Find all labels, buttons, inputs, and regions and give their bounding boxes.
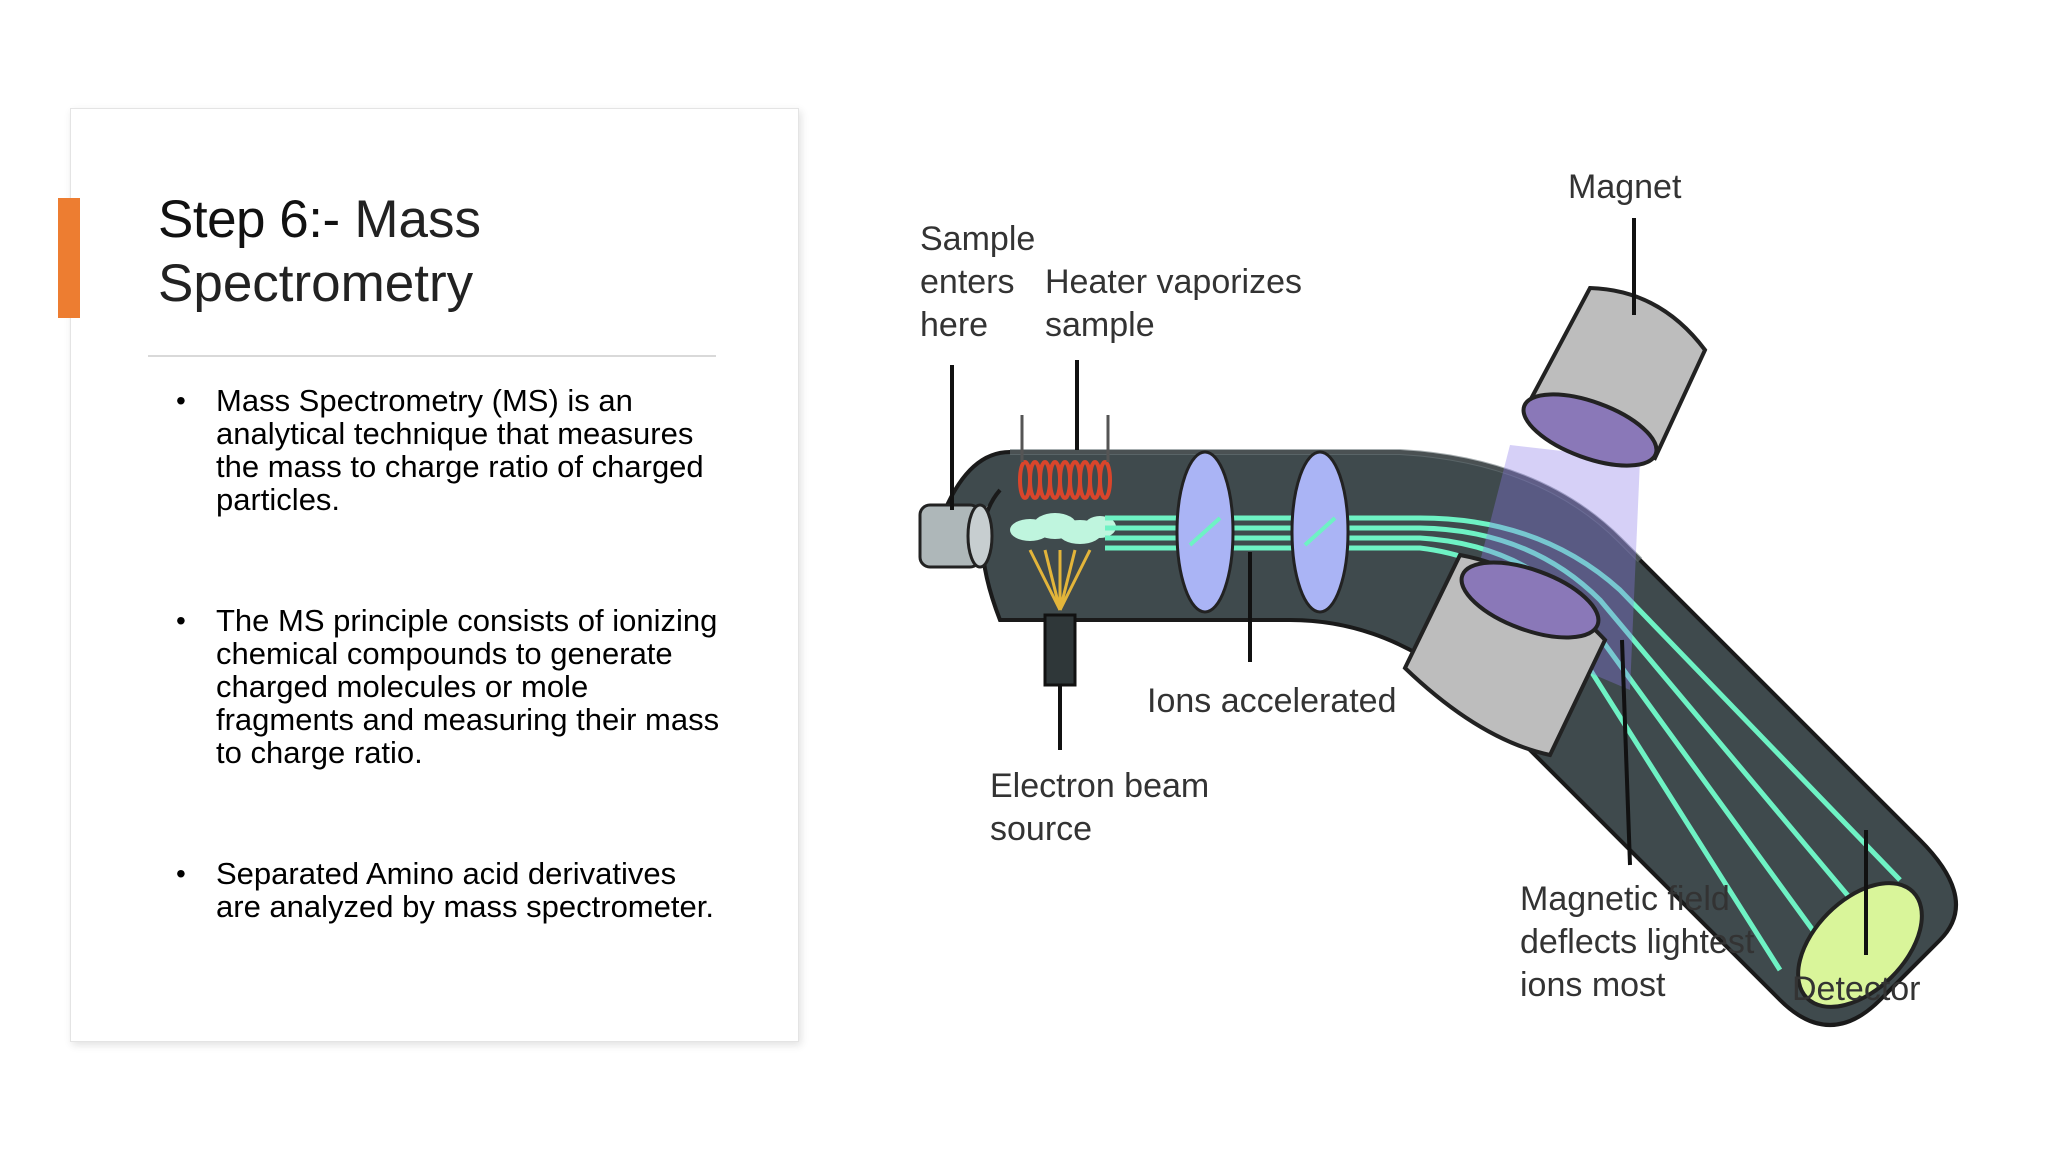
label-field-line3: ions most (1520, 966, 1666, 1004)
label-heater-line2: sample (1045, 306, 1155, 344)
bullet-dot-icon: • (176, 858, 186, 889)
mass-spectrometer-diagram: Sample enters here Heater vaporizes samp… (918, 168, 1958, 1027)
bullet-text: Separated Amino acid derivatives are ana… (216, 856, 714, 924)
sample-vapor (1010, 513, 1116, 544)
sample-inlet (918, 503, 994, 569)
bullet-text: Mass Spectrometry (MS) is an analytical … (216, 383, 704, 517)
lower-magnet (1402, 552, 1608, 758)
label-sample-line2: enters (920, 263, 1015, 301)
bullet-item: • The MS principle consists of ionizing c… (150, 604, 720, 769)
bullet-item: • Mass Spectrometry (MS) is an analytical… (150, 384, 720, 516)
bullet-item: • Separated Amino acid derivatives are an… (150, 857, 720, 923)
label-electron-line1: Electron beam (990, 767, 1209, 805)
leader-lines (950, 218, 1868, 955)
accelerating-plates (1175, 450, 1350, 614)
text-card (70, 108, 799, 1042)
label-magnet: Magnet (1568, 168, 1682, 206)
label-electron-line2: source (990, 810, 1092, 848)
label-detector: Detector (1792, 970, 1921, 1008)
bullet-text: The MS principle consists of ionizing ch… (216, 603, 720, 770)
label-ions-accelerated: Ions accelerated (1147, 682, 1397, 720)
diagram-labels: Sample enters here Heater vaporizes samp… (920, 168, 1921, 1008)
label-heater-line1: Heater vaporizes (1045, 263, 1302, 301)
title-accent-bar (58, 198, 80, 318)
label-field-line1: Magnetic field (1520, 880, 1730, 918)
upper-magnet (1521, 285, 1708, 468)
slide-title: Step 6:- Mass Spectrometry (158, 188, 718, 316)
bullet-list: • Mass Spectrometry (MS) is an analytical… (150, 384, 720, 1011)
title-divider (148, 355, 716, 357)
title-step: Step 6:- (158, 190, 340, 249)
bullet-dot-icon: • (176, 605, 186, 636)
detector-plate (1796, 881, 1924, 1009)
label-field-line2: deflects lightest (1520, 923, 1755, 961)
label-sample-line1: Sample (920, 220, 1035, 258)
title-topic: Mass Spectrometry (158, 190, 481, 313)
bullet-dot-icon: • (176, 385, 186, 416)
label-sample-line3: here (920, 306, 988, 344)
electron-source (1043, 613, 1077, 687)
electron-beam-fan (1028, 549, 1092, 611)
heater-coil (1018, 415, 1112, 500)
